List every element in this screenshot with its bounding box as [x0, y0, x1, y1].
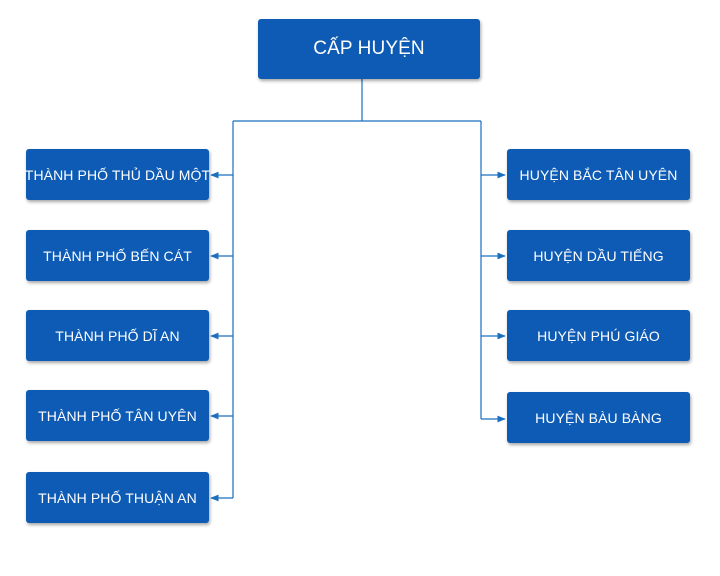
node-bac-tan-uyen: HUYỆN BẮC TÂN UYÊN [507, 149, 690, 200]
node-phu-giao: HUYỆN PHÚ GIÁO [507, 310, 690, 361]
node-thuan-an: THÀNH PHỐ THUẬN AN [26, 472, 209, 523]
node-ben-cat: THÀNH PHỐ BẾN CÁT [26, 230, 209, 281]
node-thu-dau-mot: THÀNH PHỐ THỦ DẦU MỘT [25, 149, 210, 200]
node-bau-bang: HUYỆN BÀU BÀNG [507, 392, 690, 443]
node-tan-uyen: THÀNH PHỐ TÂN UYÊN [26, 390, 209, 441]
node-dau-tieng: HUYỆN DẦU TIẾNG [507, 230, 690, 281]
root-node: CẤP HUYỆN [258, 19, 480, 79]
node-di-an: THÀNH PHỐ DĨ AN [26, 310, 209, 361]
